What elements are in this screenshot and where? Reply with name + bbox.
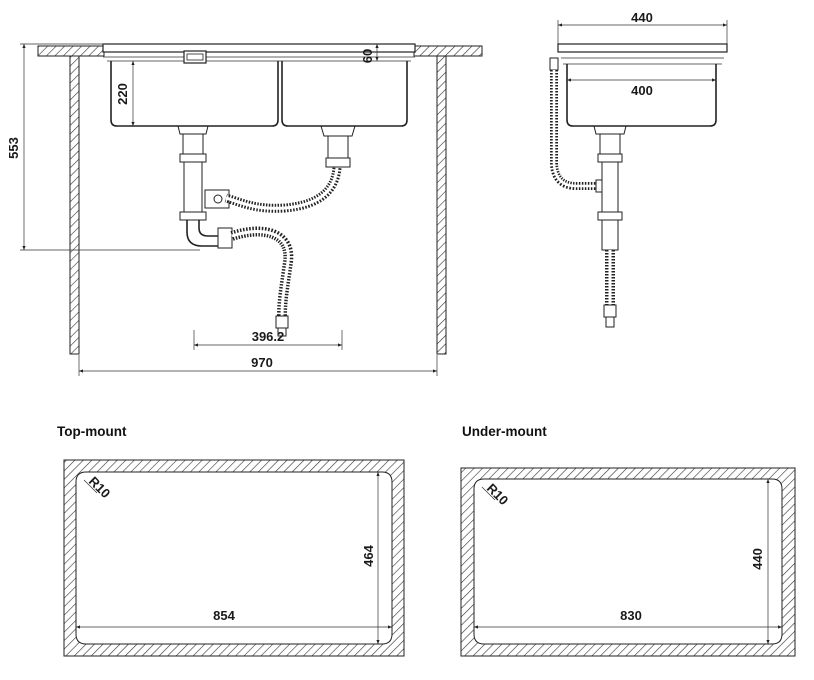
top-mount-cutout: Top-mount R10 464 854 xyxy=(57,424,405,657)
under-mount-title: Under-mount xyxy=(462,424,547,439)
bowl-right xyxy=(281,61,408,127)
dim-bowl-depth: 220 xyxy=(115,83,130,105)
top-mount-radius: R10 xyxy=(86,474,113,501)
under-mount-frame xyxy=(460,467,796,657)
front-view: 220 60 553 396.2 970 xyxy=(6,43,483,376)
dim-drain-offset: 396.2 xyxy=(252,329,285,344)
dim-rim-height: 60 xyxy=(360,49,375,63)
top-mount-width: 854 xyxy=(213,608,235,623)
dim-cabinet-width: 970 xyxy=(251,355,273,370)
side-view: 440 400 xyxy=(549,10,728,328)
top-mount-frame xyxy=(63,459,405,657)
dim-side-outer: 440 xyxy=(631,10,653,25)
dim-total-height: 553 xyxy=(6,137,21,159)
countertop-left xyxy=(37,45,105,57)
under-mount-width: 830 xyxy=(620,608,642,623)
bowl-left xyxy=(110,61,279,127)
countertop-right xyxy=(413,45,483,57)
top-mount-height: 464 xyxy=(361,544,376,566)
under-mount-height: 440 xyxy=(750,548,765,570)
drain-hose xyxy=(230,226,294,317)
sink-rim xyxy=(102,43,416,53)
cabinet-wall-left xyxy=(69,55,80,355)
top-mount-title: Top-mount xyxy=(57,424,127,439)
side-bowl xyxy=(566,64,717,127)
dim-side-inner: 400 xyxy=(631,83,653,98)
cabinet-wall-right xyxy=(436,55,447,355)
under-mount-cutout: Under-mount R10 440 830 xyxy=(460,424,796,657)
under-mount-radius: R10 xyxy=(484,481,511,508)
